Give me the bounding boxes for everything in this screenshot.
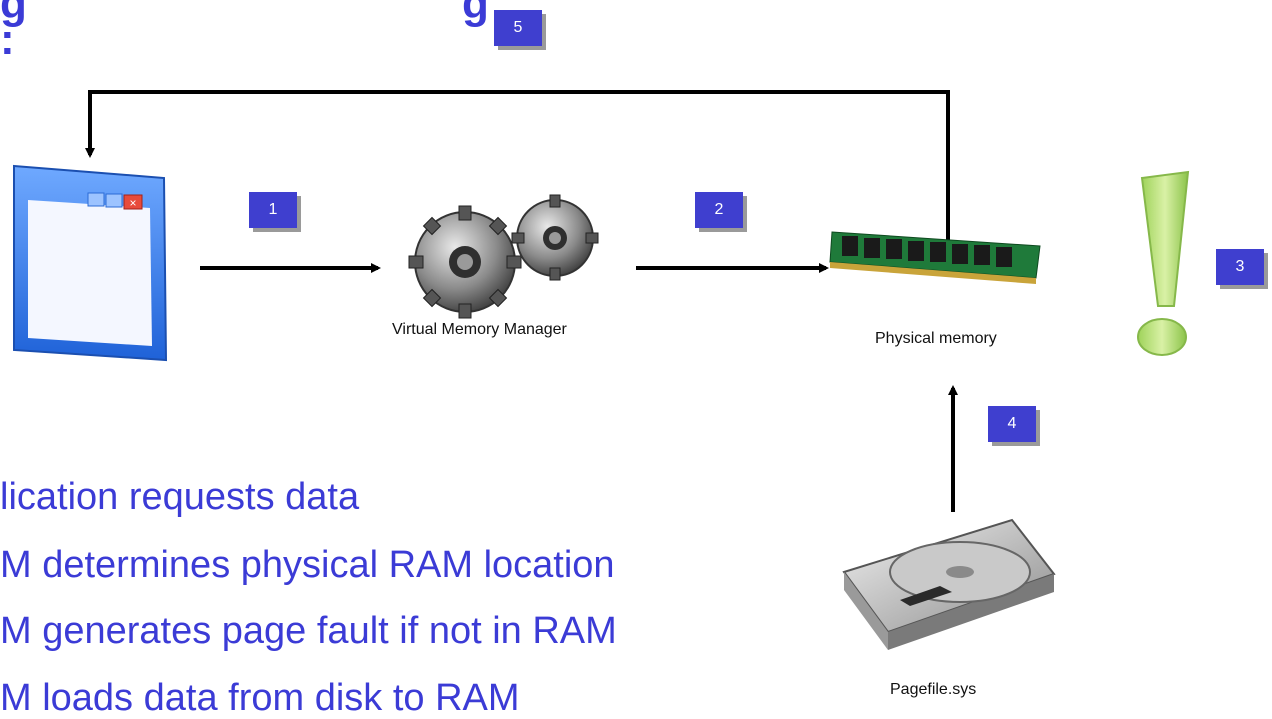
gears-icon (408, 194, 599, 319)
application-window-icon: × (13, 164, 168, 362)
slide-title-line1-tail: g (462, 0, 489, 28)
flow-arrows (85, 90, 958, 512)
step-badge-1: 1 (249, 192, 297, 228)
step-badge-2: 2 (695, 192, 743, 228)
bullet-item-4: M loads data from disk to RAM (0, 677, 520, 719)
ram-module-icon (829, 231, 1041, 284)
step-badge-5: 5 (494, 10, 542, 46)
exclamation-icon (1137, 170, 1190, 356)
pagefile-caption: Pagefile.sys (890, 681, 977, 698)
bullet-item-3: M generates page fault if not in RAM (0, 610, 617, 652)
bullet-item-2: M determines physical RAM location (0, 544, 615, 586)
vmm-caption: Virtual Memory Manager (392, 321, 567, 338)
bullet-item-1: lication requests data (0, 476, 360, 518)
slide-title-line2: : (0, 15, 15, 64)
step-badge-3: 3 (1216, 249, 1264, 285)
slide-title-line1: g (0, 0, 27, 28)
hard-drive-icon (842, 518, 1056, 650)
svg-text:×: × (129, 196, 136, 210)
return-loop-arrow (85, 90, 950, 245)
step-badge-4: 4 (988, 406, 1036, 442)
physical-memory-caption: Physical memory (875, 330, 997, 347)
